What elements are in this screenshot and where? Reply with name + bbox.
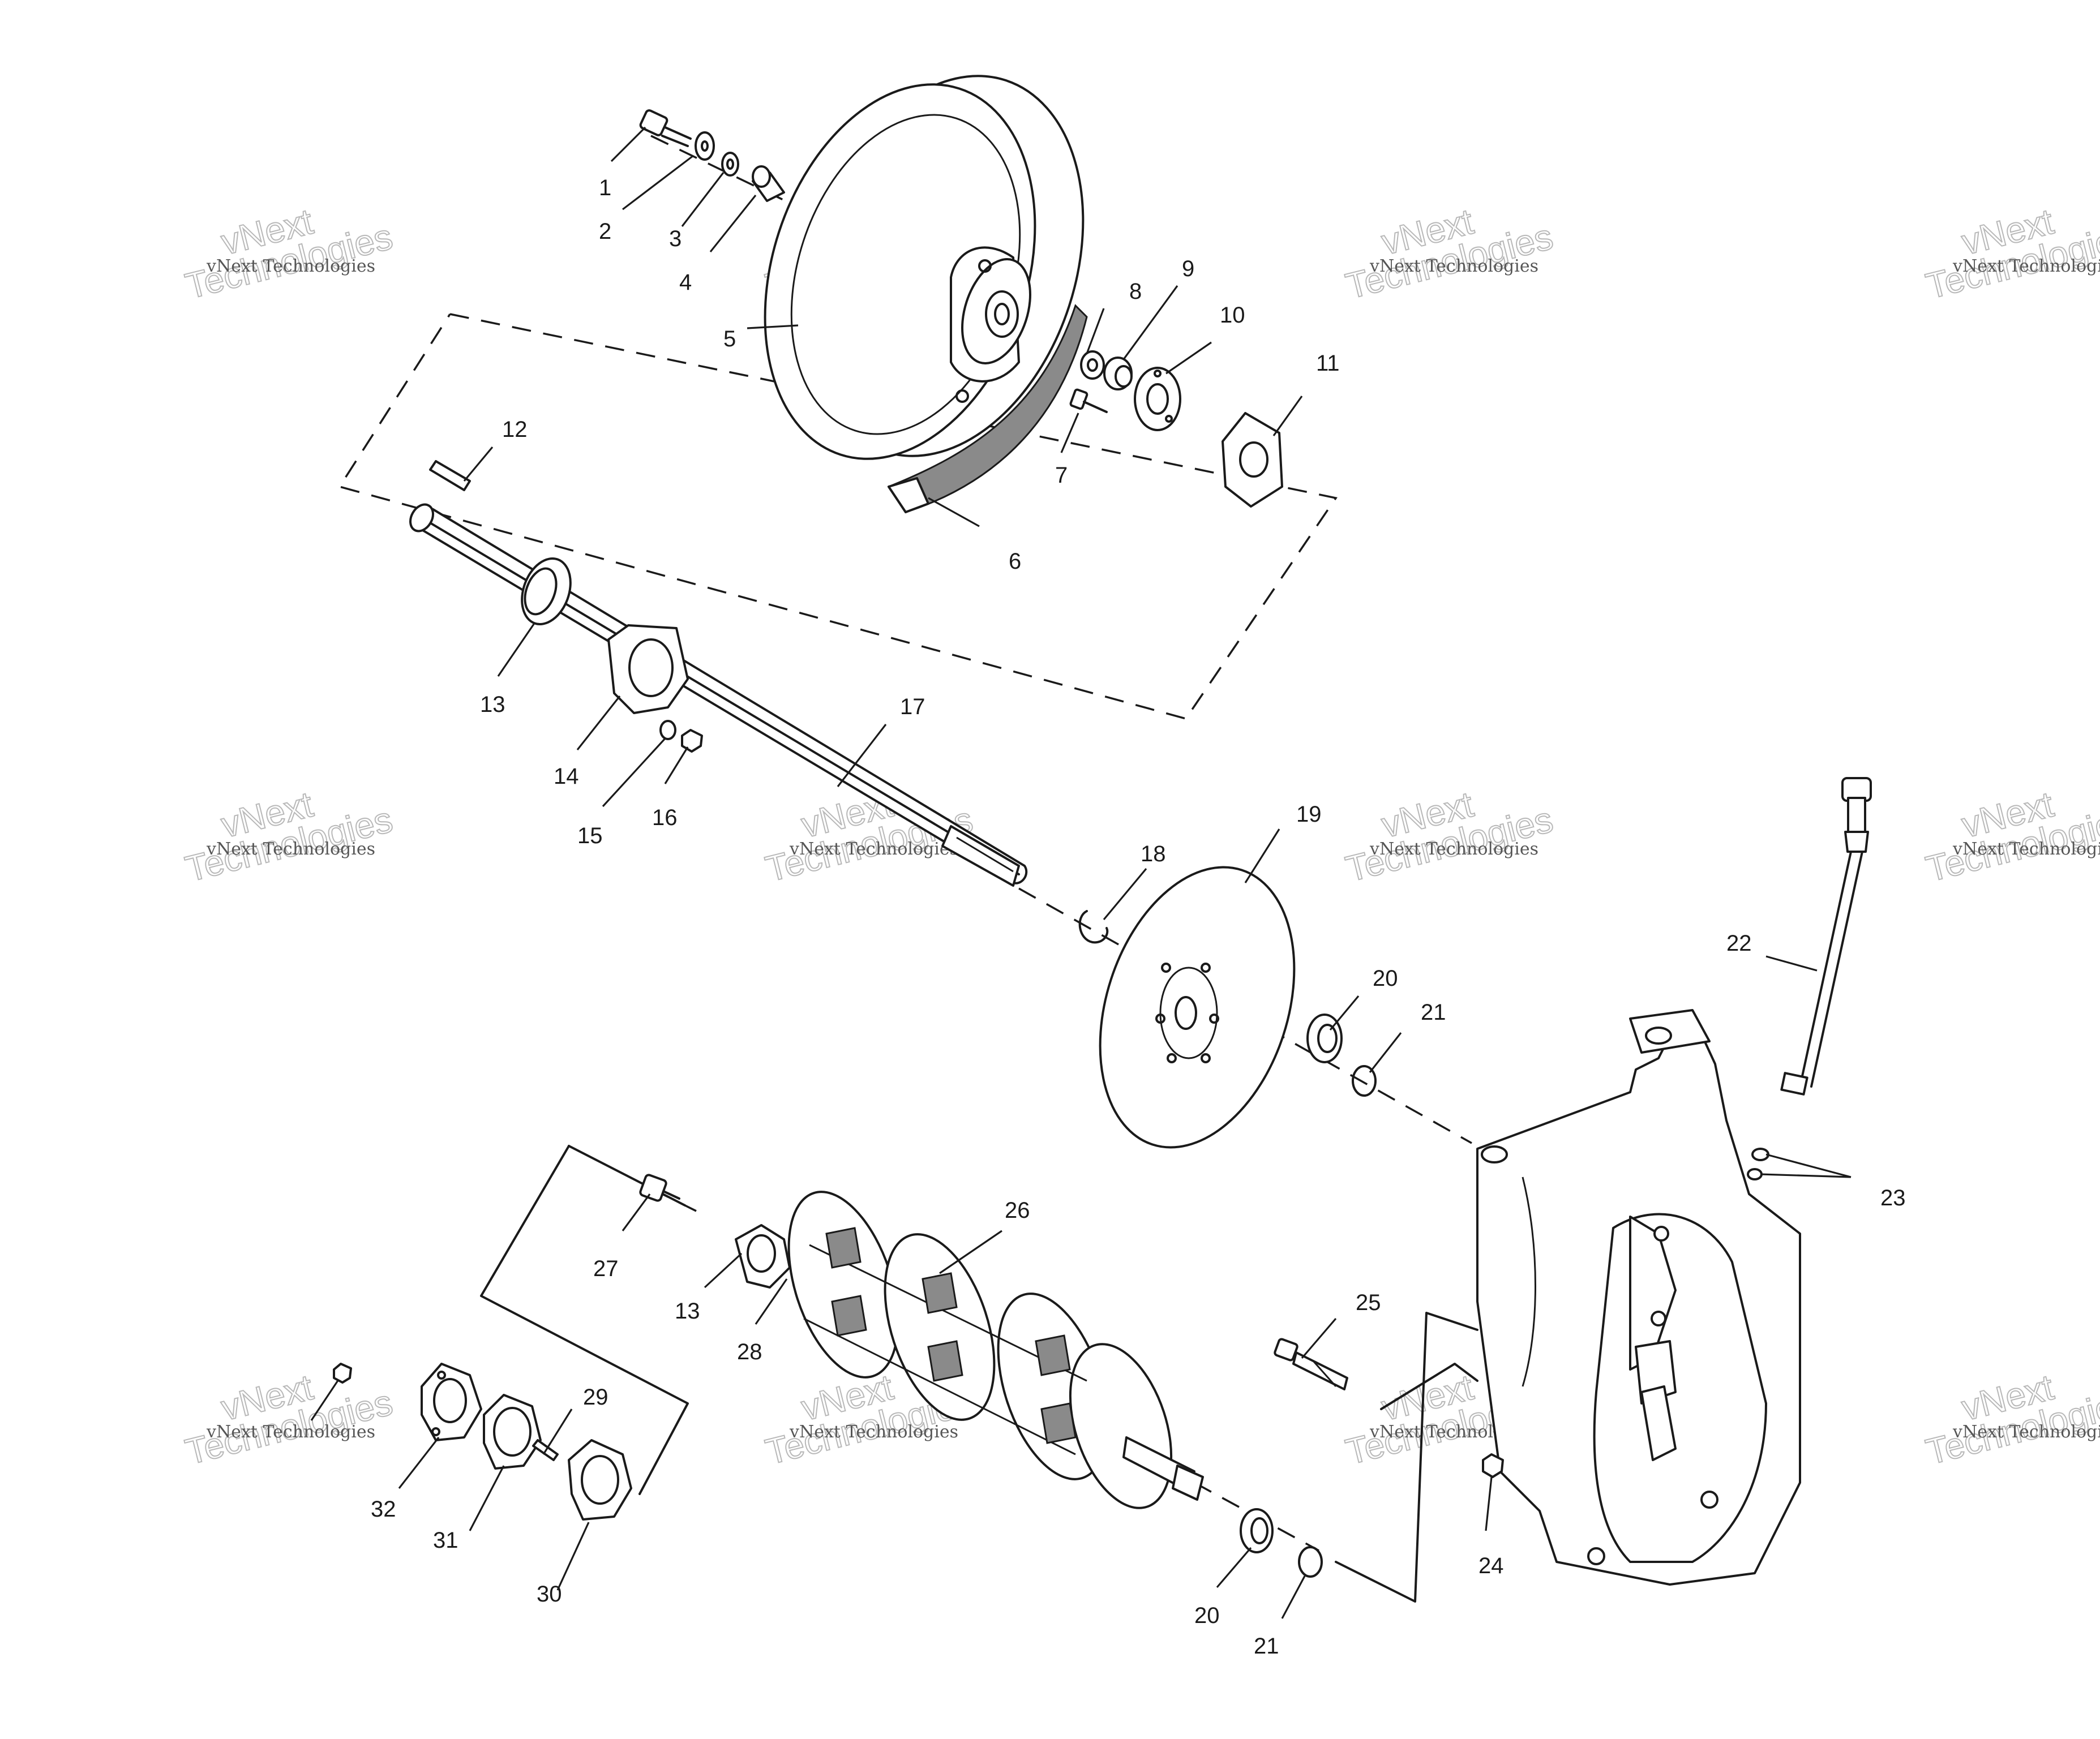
callout-2: 2 (599, 219, 611, 244)
callout-8: 8 (1129, 279, 1142, 304)
watermark-text: vNext Technologies (1369, 256, 1538, 276)
callout-1: 1 (599, 175, 611, 200)
watermark-group: vNext Technologies vNext Technologies vN… (181, 200, 2100, 1473)
callout-9: 9 (1182, 256, 1194, 281)
callout-27: 27 (593, 1256, 619, 1281)
callout-16: 16 (652, 805, 678, 830)
callout-5: 5 (723, 327, 736, 351)
part-washer-large (695, 131, 715, 161)
callout-30: 30 (537, 1582, 562, 1607)
watermark-text: vNext Technologies (206, 839, 375, 859)
watermark: vNext Technologies (181, 1366, 397, 1473)
callout-labels: 1 2 3 4 5 6 7 8 9 10 11 12 13 14 15 16 1… (371, 175, 1906, 1659)
watermark-text: vNext Technologies (1952, 839, 2100, 859)
callout-18: 18 (1141, 841, 1166, 866)
part-washer-small (721, 152, 739, 177)
callout-29: 29 (583, 1385, 608, 1410)
part-chaincase-housing (1476, 1009, 1801, 1586)
part-dipstick-22 (1780, 777, 1872, 1096)
part-drive-sprocket-assembly (735, 1191, 1204, 1509)
part-disc-19 (1099, 866, 1296, 1149)
part-nut-24 (1482, 1453, 1504, 1478)
callout-11: 11 (1316, 351, 1340, 376)
part-nut-16 (681, 729, 703, 753)
callout-15: 15 (577, 823, 603, 848)
callout-13-lower: 13 (675, 1299, 700, 1324)
part-shaft (409, 503, 1028, 887)
callout-17: 17 (900, 694, 925, 719)
callout-13: 13 (480, 692, 505, 717)
part-screw-small (1069, 388, 1108, 413)
part-bolt-27 (639, 1174, 680, 1202)
part-bushing-9 (1103, 357, 1133, 390)
callout-21: 21 (1421, 1000, 1446, 1025)
callout-4: 4 (679, 270, 692, 295)
callout-24: 24 (1478, 1553, 1504, 1578)
part-bearing-cap-32 (421, 1363, 482, 1441)
watermark-text: vNext Technologies (789, 839, 958, 859)
watermark: vNext Technologies (1341, 783, 1557, 890)
part-gasket-31 (483, 1394, 542, 1470)
part-oring-21 (1352, 1065, 1377, 1097)
leader-lines (310, 126, 1852, 1619)
part-washer-8 (1080, 350, 1105, 380)
callout-23: 23 (1880, 1186, 1906, 1210)
callout-26: 26 (1005, 1198, 1030, 1223)
part-flange-14 (607, 624, 689, 714)
part-washer-15 (659, 720, 676, 740)
callout-20-lower: 20 (1194, 1603, 1220, 1628)
watermark: vNext Technologies (1921, 783, 2100, 890)
watermark-text: vNext Technologies (206, 256, 375, 276)
callout-31: 31 (433, 1528, 458, 1553)
upper-assembly-boundary (338, 313, 1338, 720)
callout-28: 28 (737, 1339, 762, 1364)
part-oring-21-lower (1298, 1546, 1323, 1578)
part-bearing-cap-30 (568, 1439, 632, 1521)
watermark-text: vNext Technologies (206, 1422, 375, 1442)
watermark-text: vNext Technologies (1952, 1422, 2100, 1442)
part-nut-16-lower (333, 1363, 352, 1384)
watermark-text: vNext Technologies (1952, 256, 2100, 276)
callout-19: 19 (1296, 802, 1322, 827)
part-drive-belt (887, 304, 1088, 513)
watermark: vNext Technologies (1921, 200, 2100, 307)
part-bolt (639, 109, 692, 147)
part-spacer (752, 165, 785, 202)
callout-20: 20 (1373, 966, 1398, 991)
lower-assembly-boundary (480, 1145, 1478, 1603)
callout-21-lower: 21 (1254, 1634, 1279, 1659)
watermark: vNext Technologies (1921, 1366, 2100, 1473)
callout-25: 25 (1356, 1290, 1381, 1315)
callout-10: 10 (1220, 303, 1245, 328)
part-gasket-11 (1222, 412, 1283, 508)
callout-22: 22 (1726, 931, 1752, 956)
callout-32: 32 (371, 1497, 396, 1522)
part-pulley (764, 75, 1085, 460)
watermark-text: vNext Technologies (789, 1422, 958, 1442)
watermark: vNext Technologies (1341, 200, 1557, 307)
callout-7: 7 (1055, 463, 1068, 488)
part-clip-18 (1078, 910, 1109, 944)
part-seal-20-lower (1240, 1508, 1274, 1553)
watermark: vNext Technologies (181, 200, 397, 307)
callout-6: 6 (1009, 549, 1021, 574)
part-plate-10 (1134, 367, 1181, 431)
callout-12: 12 (502, 417, 528, 442)
watermark: vNext Technologies (181, 783, 397, 890)
watermark-text: vNext Technologies (1369, 839, 1538, 859)
part-bearing-13 (521, 557, 572, 626)
part-bolt-25 (1274, 1338, 1348, 1390)
callout-3: 3 (669, 226, 682, 251)
callout-14: 14 (554, 764, 579, 789)
part-key (429, 460, 471, 491)
